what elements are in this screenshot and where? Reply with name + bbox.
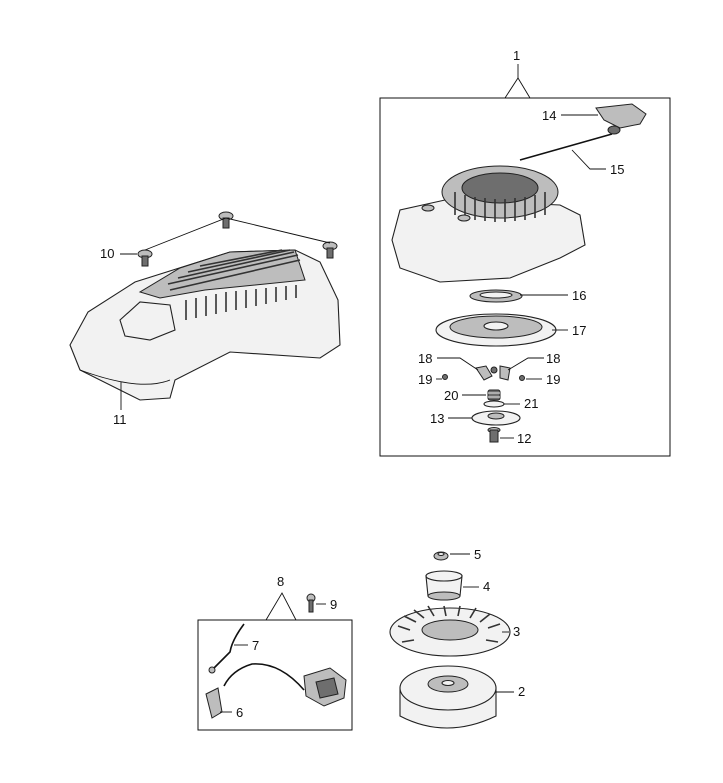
starter-handle-part bbox=[595, 103, 647, 135]
ratchet-part bbox=[471, 410, 521, 426]
callout-4: 4 bbox=[483, 579, 490, 594]
callout-2: 2 bbox=[518, 684, 525, 699]
callout-16: 16 bbox=[572, 288, 586, 303]
flywheel-nut-part bbox=[433, 551, 449, 561]
callout-1: 1 bbox=[513, 48, 520, 63]
callout-5: 5 bbox=[474, 547, 481, 562]
callout-8: 8 bbox=[277, 574, 284, 589]
cover-screw-part bbox=[137, 211, 338, 267]
coil-bolt-part bbox=[306, 593, 316, 613]
callout-14: 14 bbox=[542, 108, 556, 123]
center-screw-part bbox=[487, 427, 501, 443]
callout-18-right: 18 bbox=[546, 351, 560, 366]
callout-13: 13 bbox=[430, 411, 444, 426]
callout-17: 17 bbox=[572, 323, 586, 338]
ignition-coil-part bbox=[223, 663, 347, 707]
callout-7: 7 bbox=[252, 638, 259, 653]
friction-washer-part bbox=[483, 400, 505, 408]
callout-6: 6 bbox=[236, 705, 243, 720]
callout-10: 10 bbox=[100, 246, 114, 261]
callout-18-left: 18 bbox=[418, 351, 432, 366]
starter-cup-part bbox=[425, 570, 463, 601]
recoil-spring-part bbox=[469, 289, 523, 303]
starter-housing-part bbox=[391, 165, 586, 283]
callout-12: 12 bbox=[517, 431, 531, 446]
pawl-part bbox=[475, 365, 511, 381]
cover-grille bbox=[167, 249, 301, 320]
starter-assembly-box: 1 bbox=[379, 48, 671, 457]
pawl-screw-part bbox=[442, 374, 525, 381]
ignition-assembly-box: 8 bbox=[197, 574, 353, 731]
callout-21: 21 bbox=[524, 396, 538, 411]
callout-11: 11 bbox=[113, 412, 127, 427]
callout-20: 20 bbox=[444, 388, 458, 403]
callout-19-left: 19 bbox=[418, 372, 432, 387]
starter-pulley-part bbox=[435, 313, 557, 347]
pawl-spring-part bbox=[487, 389, 501, 401]
ground-wire-part bbox=[208, 623, 245, 674]
callout-19-right: 19 bbox=[546, 372, 560, 387]
engine-cover-part bbox=[69, 249, 341, 401]
callout-3: 3 bbox=[513, 624, 520, 639]
spark-plug-cap-part bbox=[205, 687, 223, 719]
flywheel-part bbox=[399, 665, 497, 729]
callout-9: 9 bbox=[330, 597, 337, 612]
cooling-fan-part bbox=[389, 605, 511, 657]
callout-15: 15 bbox=[610, 162, 624, 177]
starter-rope-part bbox=[519, 133, 613, 161]
